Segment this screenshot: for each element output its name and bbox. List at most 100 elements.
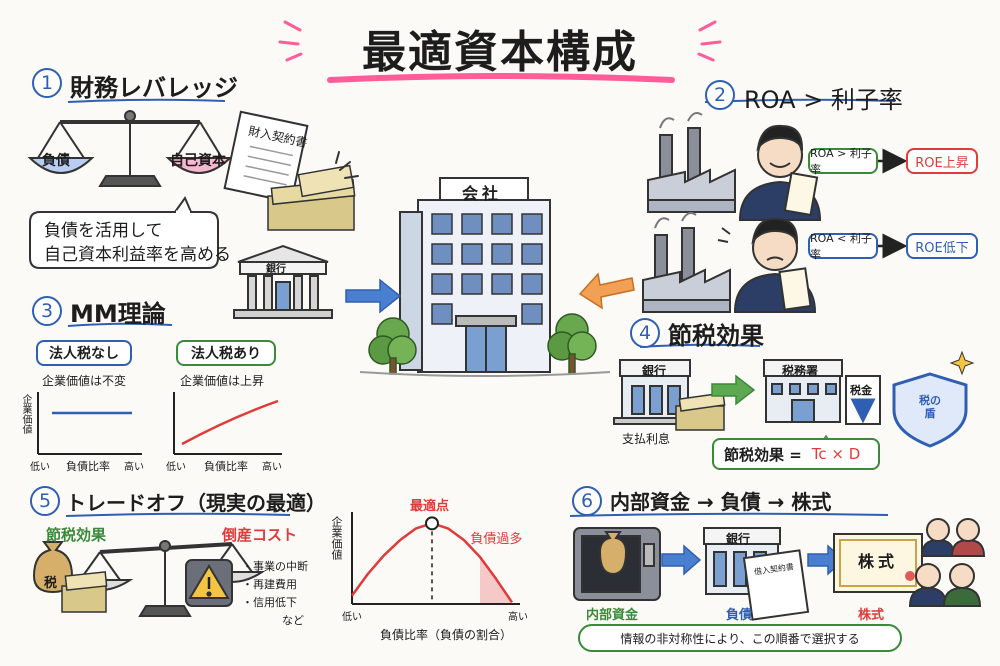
mm-left-subtitle: 企業価値は不変 [42,374,127,388]
section-2-heading: ROA > 利子率 [744,86,903,114]
investors-icon [908,518,986,607]
optimum-point [425,516,439,531]
right-pan-label: 自己資本 [170,153,226,169]
tradeoff-x-low: 低い [342,612,362,623]
tax-doc-label: 税金 [850,384,872,397]
mm-left-title: 法人税なし [49,346,119,362]
company-building-icon [399,177,551,373]
happy-businessman-icon [738,124,822,221]
factory-icon-2 [642,212,731,313]
row2-condition-box: ROA < 利子率 [808,232,878,261]
balance-scale-icon [27,110,233,187]
arrow-bank-to-tax [711,374,756,406]
mm-left-high: 高い [124,462,144,473]
section-5-heading: トレードオフ（現実の最適） [66,491,326,515]
arrow-bank-to-company [345,278,402,314]
cost-item-2: ・再建費用 [242,578,297,591]
row2-result-box: ROE低下 [906,233,978,259]
mm-left-low: 低い [30,462,50,473]
tradeoff-cost-label: 倒産コスト [222,526,298,544]
title-sparkle-lines [278,20,722,62]
page-title: 最適資本構成 [362,27,638,78]
debt-label: 負債 [726,608,753,623]
s4-bank-label: 銀行 [642,364,667,378]
tax-office-label: 税務署 [782,364,819,378]
section-6-number: 6 [572,486,602,516]
company-sign: 会社 [462,184,503,203]
certificate-label: 株式 [858,552,899,571]
factory-icon-1 [647,112,736,213]
mm-left-ylabel: 企業価値 [20,394,31,434]
mm-right-title: 法人税あり [191,346,261,362]
interest-label: 支払利息 [622,432,671,446]
row1-result: ROE上昇 [915,155,969,171]
title-underline [327,73,675,83]
arrow-internal-to-debt [661,544,702,576]
arrow-factory-to-company [578,272,635,310]
tree-icons [368,313,597,375]
mm-graph-right [173,392,282,455]
speech-bubble [29,211,219,269]
order-note-box: 情報の非対称性により、この順番で選択する [578,624,902,652]
tax-doc-icon [845,375,881,425]
mm-left-xlabel: 負債比率 [66,460,110,473]
decor-spark-lines [335,151,359,179]
section-5-number: 5 [30,486,60,516]
cost-item-4: など [282,614,304,627]
bubble-line-1: 負債を活用して [44,221,163,241]
s6-bank-sign: 銀行 [726,532,751,546]
mm-right-low: 低い [166,462,186,473]
bubble-line-2: 自己資本利益率を高める [44,245,231,265]
row2-condition: ROA < 利子率 [810,232,872,261]
bank-building-icon [233,244,333,319]
mm-right-subtitle: 企業価値は上昇 [180,374,265,388]
mm-right-high: 高い [262,462,282,473]
tradeoff-x-high: 高い [508,612,528,623]
mm-graph-left [37,392,142,455]
tax-shield-label: 税の盾 [919,394,941,420]
mm-right-xlabel: 負債比率 [204,460,248,473]
section-6-heading: 内部資金 → 負債 → 株式 [610,490,832,514]
tax-shield-icon [892,372,968,448]
loan-doc-icon [742,549,810,621]
contract-document-icon [223,110,309,204]
optimum-label: 最適点 [410,499,450,515]
worried-businessman-icon [717,217,817,313]
order-note: 情報の非対称性により、この順番で選択する [620,631,860,646]
formula-label: 節税効果 = [724,445,802,464]
warning-icon [185,559,233,607]
section-1-heading: 財務レバレッジ [70,74,238,102]
tax-office-icon [763,359,843,423]
formula-value: Tc × D [811,445,861,463]
row2-result: ROE低下 [915,240,969,256]
internal-funds-label: 内部資金 [586,608,639,623]
money-bag-icon [32,541,74,594]
cost-item-3: ・信用低下 [242,596,297,609]
row1-condition-box: ROA > 利子率 [808,147,878,176]
section-4-heading: 節税効果 [668,322,764,350]
cash-stack-icon [267,164,356,231]
sparkle-icon [949,350,975,376]
left-pan-label: 負債 [42,153,70,169]
tradeoff-ylabel: 企業価値 [330,516,343,560]
bank-sign: 銀行 [266,264,286,275]
tradeoff-cash-icon [61,571,108,613]
mm-right-title-box: 法人税あり [176,340,276,366]
tradeoff-xlabel: 負債比率（負債の割合） [380,628,513,642]
row1-condition: ROA > 利子率 [810,147,872,176]
section-3-number: 3 [32,296,62,326]
section-1-number: 1 [32,68,62,98]
mm-left-title-box: 法人税なし [36,340,132,366]
company-windows [431,213,543,325]
row1-result-box: ROE上昇 [906,148,978,174]
cost-item-1: ・事業の中断 [242,560,308,573]
tradeoff-chart [350,512,520,605]
safe-icon [573,527,661,601]
section-4-number: 4 [630,318,660,348]
stock-certificate-icon [833,533,923,593]
formula-box: 節税効果 = Tc × D [712,438,880,470]
section-3-heading: MM理論 [70,300,166,328]
s4-cash-icon [675,392,726,431]
